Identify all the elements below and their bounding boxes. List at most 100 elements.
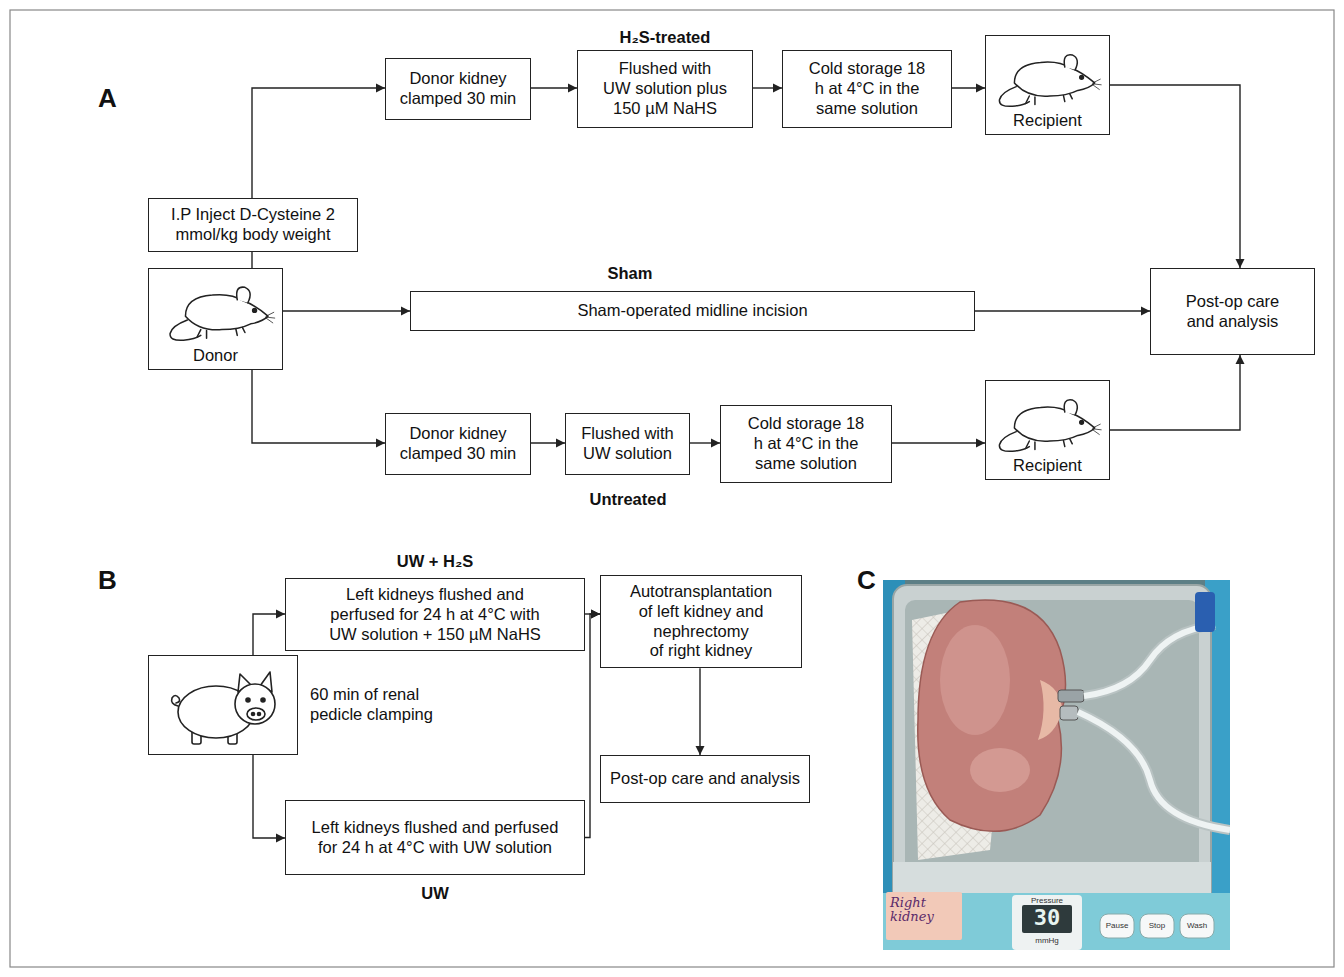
group-heading: H₂S-treated: [620, 28, 711, 47]
connector-line: [699, 668, 700, 755]
arrowhead: [773, 84, 782, 93]
process-box: Left kidneys flushed and perfused for 24…: [285, 578, 585, 651]
connector: [892, 439, 985, 448]
connector: [252, 252, 253, 268]
box-text: Sham-operated midline incision: [577, 301, 807, 321]
box-text: Recipient: [1013, 111, 1082, 131]
pig-frame: [148, 655, 298, 755]
wash-button: [1180, 914, 1214, 938]
outcome-box: Post-op care and analysis: [600, 755, 810, 803]
connector: [585, 610, 600, 619]
arrowhead: [276, 834, 285, 843]
perfusion-tube: [1078, 712, 1230, 830]
button-label: Wash: [1187, 921, 1207, 930]
button-label: Stop: [1149, 921, 1165, 930]
group-heading: UW + H₂S: [397, 552, 474, 571]
renal-hilum: [1038, 680, 1062, 740]
arrowhead: [1236, 355, 1245, 364]
box-text: Flushed with UW solution plus 150 µM NaH…: [586, 59, 744, 118]
pig-illustration: [172, 672, 275, 744]
connector: [253, 610, 285, 656]
box-text: Left kidneys flushed and perfused for 24…: [294, 818, 576, 858]
machine-basin: [905, 600, 1199, 885]
perfusion-tube: [1084, 625, 1215, 696]
connector-line: [251, 252, 252, 268]
photo-ground: [883, 580, 1230, 950]
arrowhead: [376, 439, 385, 448]
connector: [1110, 85, 1245, 268]
connector: [690, 439, 720, 448]
arrowhead: [276, 610, 285, 619]
process-box: Cold storage 18 h at 4°C in the same sol…: [720, 405, 892, 483]
cannula: [1060, 706, 1078, 720]
process-box: Cold storage 18 h at 4°C in the same sol…: [782, 50, 952, 128]
arrowhead: [556, 439, 565, 448]
kidney-highlight: [940, 625, 1010, 735]
process-box: Flushed with UW solution plus 150 µM NaH…: [577, 50, 753, 128]
arrowhead: [1236, 259, 1245, 268]
process-box: Donor kidney clamped 30 min: [385, 413, 531, 475]
kidney-highlight: [970, 748, 1030, 792]
box-text: Post-op care and analysis: [610, 769, 800, 789]
box-text: Autotransplantation of left kidney and n…: [609, 582, 793, 661]
connector-line: [585, 614, 600, 838]
connector-line: [892, 442, 985, 443]
box-text: Recipient: [1013, 456, 1082, 476]
connector: [252, 84, 385, 199]
connector: [531, 84, 577, 93]
recipient-rat: [999, 400, 1101, 452]
process-box: Autotransplantation of left kidney and n…: [600, 575, 802, 668]
box-text: Cold storage 18 h at 4°C in the same sol…: [729, 414, 883, 473]
perfusion-photo: [883, 580, 1230, 950]
stop-button: [1140, 914, 1174, 938]
connector: [952, 84, 985, 93]
arrowhead: [591, 610, 600, 619]
connector: [531, 439, 565, 448]
lcd-display: [1022, 905, 1072, 933]
arrowhead: [376, 84, 385, 93]
recipient-box: Recipient: [985, 35, 1110, 135]
box-text: Left kidneys flushed and perfused for 24…: [294, 585, 576, 644]
pause-button: [1100, 914, 1134, 938]
panel-letter: A: [98, 84, 117, 114]
perfusion-tube: [1084, 625, 1215, 696]
pig-box: 60 min of renal pedicle clamping: [148, 655, 478, 755]
donor-rat: [170, 287, 275, 340]
connector: [585, 610, 600, 838]
button-label: Pause: [1106, 921, 1129, 930]
connector-line: [253, 755, 285, 838]
donor-box: Donor: [148, 268, 283, 370]
arrowhead: [591, 610, 600, 619]
arrowhead: [568, 84, 577, 93]
connector-line: [252, 88, 385, 198]
figure-frame: [10, 10, 1334, 967]
connector-line: [975, 310, 1150, 311]
recipient-rat: [999, 55, 1101, 107]
machine-housing: [893, 585, 1211, 905]
arrowhead: [696, 746, 705, 755]
display-caption: Pressure: [1031, 896, 1063, 905]
display-panel: [1012, 895, 1082, 950]
connector: [975, 307, 1150, 316]
connector: [253, 755, 285, 843]
pressure-reading: 30: [1034, 907, 1061, 929]
handwritten-label: Right kidney: [890, 896, 958, 925]
arrowhead: [976, 84, 985, 93]
box-text: 60 min of renal pedicle clamping: [310, 685, 460, 725]
connector-line: [283, 310, 410, 311]
panel-letter: C: [857, 566, 876, 596]
connector: [753, 84, 782, 93]
box-text: Post-op care and analysis: [1159, 292, 1306, 332]
group-heading: UW: [421, 884, 449, 903]
connector-line: [1110, 85, 1240, 268]
box-text: Donor kidney clamped 30 min: [394, 424, 522, 464]
arrowhead: [976, 439, 985, 448]
group-heading: Untreated: [589, 490, 666, 509]
arrowhead: [1141, 307, 1150, 316]
kidney: [918, 600, 1066, 831]
label-sticker: [886, 892, 962, 940]
perfusion-tube: [1078, 712, 1230, 830]
